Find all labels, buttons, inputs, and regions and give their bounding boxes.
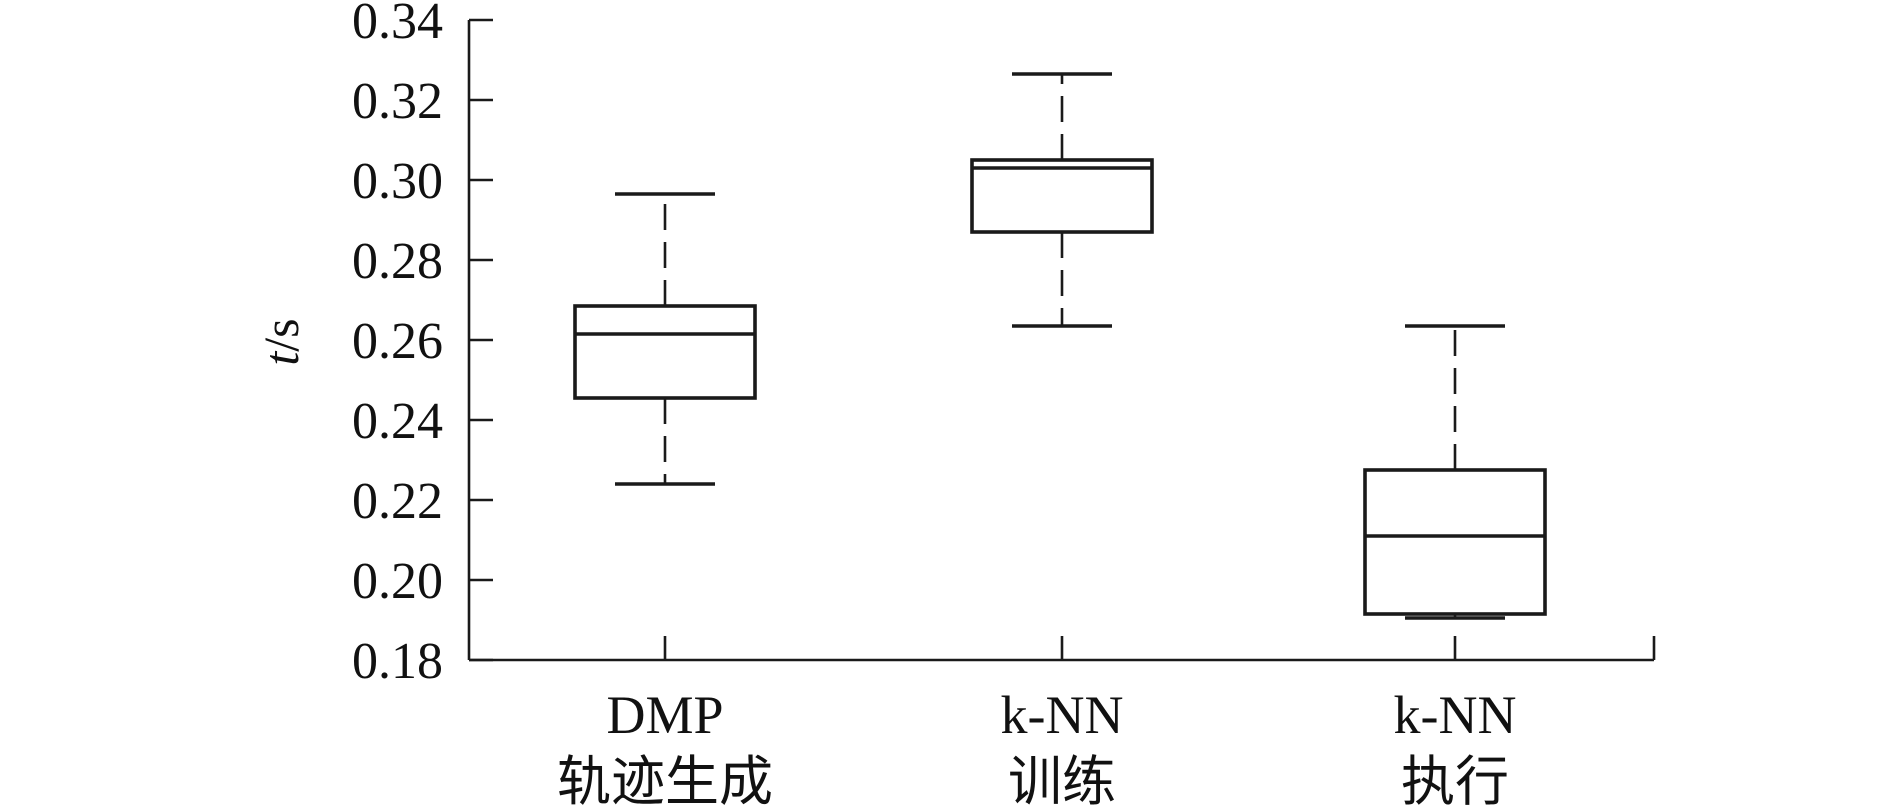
y-tick-label: 0.22 <box>352 473 443 530</box>
y-ticks: 0.18 0.20 0.22 0.24 0.26 0.28 0.30 0.32 0.34 <box>352 0 493 690</box>
y-tick-label: 0.32 <box>352 73 443 130</box>
interquartile-box <box>1363 468 1547 616</box>
y-axis-label: t/s <box>253 318 309 365</box>
x-tick-label-line2: 轨迹生成 <box>557 752 773 808</box>
x-tick-label-line2: 训练 <box>1008 752 1116 808</box>
box-2 <box>970 72 1154 328</box>
y-tick-label: 0.30 <box>352 153 443 210</box>
axis-labels: t/s <box>253 318 309 365</box>
box-3 <box>1363 324 1547 620</box>
y-tick-label: 0.18 <box>352 633 443 690</box>
box-1 <box>573 192 757 486</box>
y-axis-label-unit: /s <box>253 318 309 351</box>
y-tick-label: 0.24 <box>352 393 443 450</box>
y-tick-label: 0.28 <box>352 233 443 290</box>
boxes <box>573 72 1547 620</box>
y-tick-label: 0.26 <box>352 313 443 370</box>
x-ticks: DMP 轨迹生成 k-NN 训练 k-NN 执行 <box>557 636 1656 808</box>
y-axis-label-variable: t <box>253 351 309 366</box>
interquartile-box <box>970 158 1154 234</box>
x-tick-label-line1: k-NN <box>1001 685 1124 745</box>
x-tick-label-line1: DMP <box>606 685 723 745</box>
x-tick-label-line2: 执行 <box>1401 752 1509 808</box>
y-tick-label: 0.20 <box>352 553 443 610</box>
interquartile-box <box>573 304 757 400</box>
x-tick-label-line1: k-NN <box>1394 685 1517 745</box>
y-tick-label: 0.34 <box>352 0 443 50</box>
